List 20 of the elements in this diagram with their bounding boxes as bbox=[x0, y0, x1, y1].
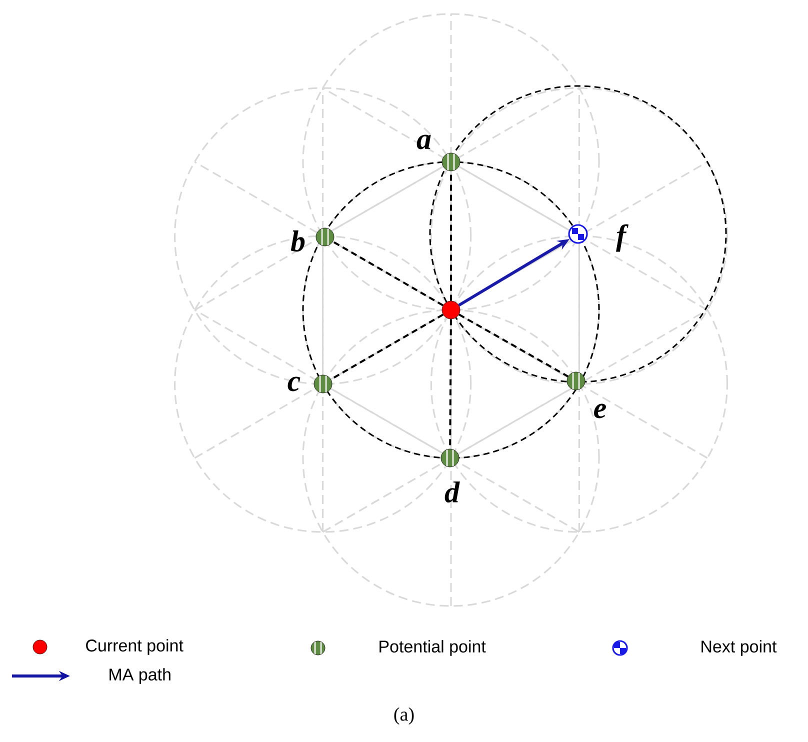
dashed-line bbox=[458, 314, 568, 378]
caption: (a) bbox=[394, 707, 414, 725]
legend-text: Potential point bbox=[380, 640, 486, 656]
dashed-line bbox=[332, 240, 444, 306]
point-label: e bbox=[594, 404, 606, 418]
point-label: b bbox=[290, 230, 305, 252]
legend-text: Next point bbox=[702, 640, 777, 656]
legend-text: Current point bbox=[86, 639, 184, 655]
next-point bbox=[568, 224, 588, 244]
potential-point bbox=[566, 372, 586, 390]
point-label: f bbox=[616, 224, 628, 252]
point-label: a bbox=[416, 134, 431, 150]
legend-text: MA path bbox=[110, 668, 170, 684]
current-point bbox=[442, 300, 460, 320]
potential-point bbox=[440, 448, 460, 468]
point-label: d bbox=[444, 481, 460, 503]
point-label: c bbox=[288, 376, 300, 392]
potential-point bbox=[314, 374, 332, 394]
potential-point bbox=[442, 152, 460, 172]
potential-point bbox=[316, 228, 334, 246]
